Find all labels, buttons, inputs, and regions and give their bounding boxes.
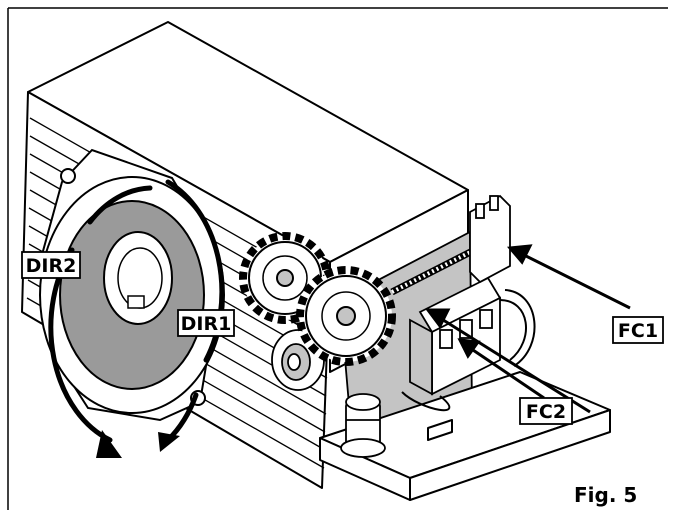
fc1-mount: [469, 194, 511, 284]
fc2-arrow-upper: [439, 316, 591, 414]
gear-right: [296, 266, 396, 366]
label-fc2-text: FC2: [526, 401, 566, 423]
wires: [401, 289, 536, 412]
fc2-arrow-lower: [469, 346, 545, 400]
label-dir2-text: DIR2: [26, 255, 77, 277]
label-dir1: DIR1: [177, 309, 235, 337]
callout-arrows: [425, 244, 631, 414]
label-fc2: FC2: [519, 397, 573, 425]
label-dir1-text: DIR1: [181, 313, 232, 335]
arrow-heads: [96, 430, 180, 458]
cable-gland: [340, 393, 386, 458]
label-dir2: DIR2: [21, 251, 81, 279]
frame: [7, 7, 668, 510]
flange-ring: [39, 176, 225, 414]
label-fc1: FC1: [612, 316, 664, 344]
figure-caption: Fig. 5: [574, 483, 637, 507]
label-fc1-text: FC1: [618, 320, 658, 342]
fc1-arrow: [521, 252, 631, 310]
